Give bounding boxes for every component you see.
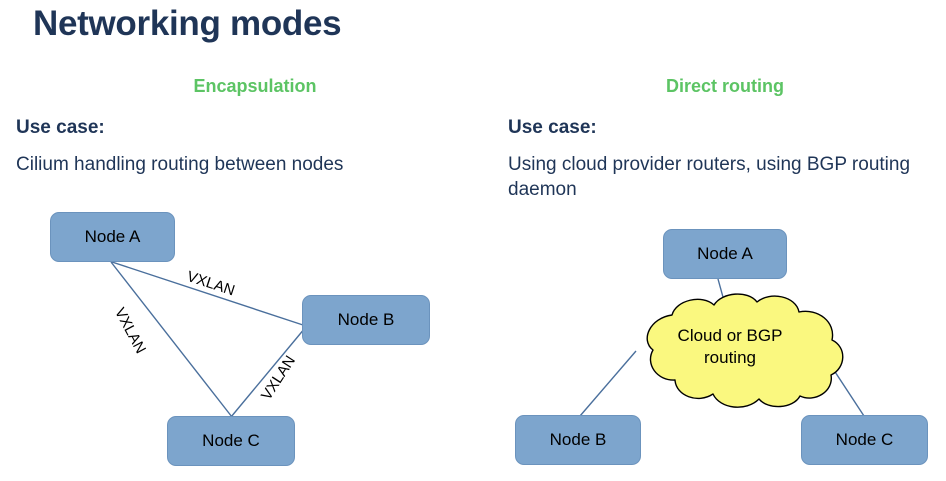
connector-a-b-left bbox=[111, 261, 304, 326]
node-box-c-right[interactable]: Node C bbox=[801, 415, 928, 465]
connector-a-cloud-right bbox=[717, 278, 727, 309]
column-heading-encapsulation: Encapsulation bbox=[193, 76, 317, 96]
use-case-text-left: Cilium handling routing between nodes bbox=[16, 154, 344, 175]
edge-label-vxlan-a-c: VXLAN bbox=[110, 305, 150, 357]
connector-b-cloud-right bbox=[579, 350, 637, 417]
node-box-a-right[interactable]: Node A bbox=[663, 229, 787, 279]
node-label: Node B bbox=[337, 310, 395, 329]
use-case-text-right: Using cloud provider routers, using BGP … bbox=[508, 154, 911, 200]
node-box-c-left[interactable]: Node C bbox=[167, 416, 295, 466]
edge-label-vxlan-b-c: VXLAN bbox=[258, 352, 300, 404]
node-box-a-left[interactable]: Node A bbox=[50, 212, 175, 262]
page-title: Networking modes bbox=[33, 4, 342, 43]
node-box-b-left[interactable]: Node B bbox=[302, 295, 430, 345]
use-case-label-right: Use case: bbox=[508, 117, 597, 138]
cloud-label-line1: Cloud or BGP bbox=[677, 326, 783, 345]
node-label: Node C bbox=[835, 430, 894, 449]
node-label: Node A bbox=[697, 244, 753, 263]
cloud-label: Cloud or BGP routing bbox=[645, 325, 815, 369]
column-heading-direct-routing: Direct routing bbox=[665, 76, 784, 96]
cloud-label-line2: routing bbox=[704, 348, 756, 367]
node-label: Node B bbox=[549, 430, 607, 449]
connector-b-c-left bbox=[230, 327, 306, 418]
edge-label-vxlan-a-b: VXLAN bbox=[184, 268, 237, 300]
use-case-label-left: Use case: bbox=[16, 117, 105, 138]
node-label: Node C bbox=[202, 431, 260, 450]
node-box-b-right[interactable]: Node B bbox=[515, 415, 641, 465]
node-label: Node A bbox=[84, 227, 141, 246]
connector-c-cloud-right bbox=[821, 351, 865, 417]
